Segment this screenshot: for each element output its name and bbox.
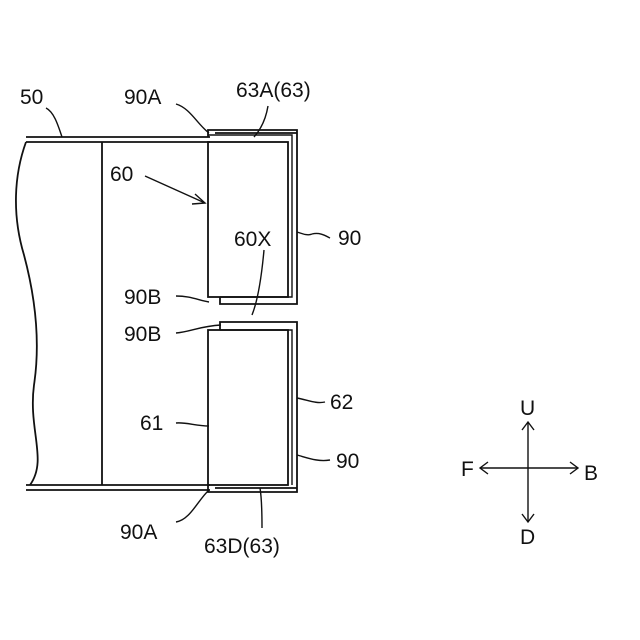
- label-90-upper: 90: [338, 227, 361, 250]
- frame-50: [16, 137, 210, 490]
- label-90B-lower: 90B: [124, 323, 161, 346]
- unit-60-body: [208, 142, 288, 297]
- label-61: 61: [140, 412, 163, 435]
- label-63A: 63A(63): [236, 79, 311, 102]
- direction-label-down: D: [520, 526, 535, 549]
- label-90A-top: 90A: [124, 86, 161, 109]
- direction-indicator: [480, 422, 578, 522]
- arrow-60: [145, 176, 205, 204]
- label-90B-upper: 90B: [124, 286, 161, 309]
- label-62: 62: [330, 391, 353, 414]
- label-50: 50: [20, 86, 43, 109]
- cell-61-body: [208, 330, 288, 485]
- label-63D: 63D(63): [204, 535, 280, 558]
- label-60: 60: [110, 163, 133, 186]
- direction-label-front: F: [461, 458, 474, 481]
- direction-label-back: B: [584, 462, 598, 485]
- member-90-upper: [208, 130, 297, 304]
- direction-label-up: U: [520, 397, 535, 420]
- label-60X: 60X: [234, 228, 271, 251]
- member-90-lower: [208, 322, 297, 492]
- label-90-lower: 90: [336, 450, 359, 473]
- label-90A-bottom: 90A: [120, 521, 157, 544]
